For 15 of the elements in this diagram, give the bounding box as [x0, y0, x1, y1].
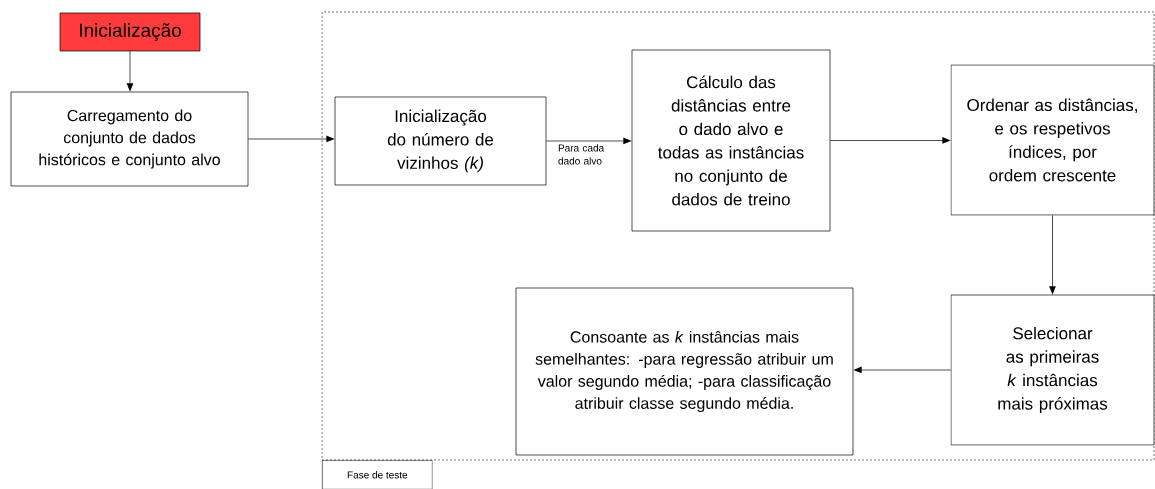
process-box: Consoante as k instâncias mais semelhantes: -para regressão atribuir um valor segundo média; -para classificação atribuir classe segundo média. [515, 287, 854, 456]
edge-label: Para cada dado alvo [558, 144, 605, 165]
arrow [830, 137, 951, 144]
process-box: Inicialização do número de vizinhos (k) [334, 96, 547, 186]
arrow [248, 135, 335, 143]
node-label: Fase de teste [347, 471, 408, 479]
arrow [546, 137, 632, 145]
process-box: Carregamento do conjunto de dados históricos e conjunto alvo [10, 91, 249, 187]
process-box: Cálculo das distâncias entre o dado alvo e todas as instâncias no conjunto de dados de treino [631, 49, 831, 232]
process-box: Ordenar as distâncias, e os respetivos índices, por ordem crescente [950, 64, 1155, 216]
process-box: Selecionar as primeiras k instâncias mais próximas [950, 294, 1155, 446]
arrow [126, 51, 134, 92]
arrow [1049, 215, 1056, 295]
start-box: Inicialização [59, 12, 201, 52]
arrow [853, 366, 951, 374]
